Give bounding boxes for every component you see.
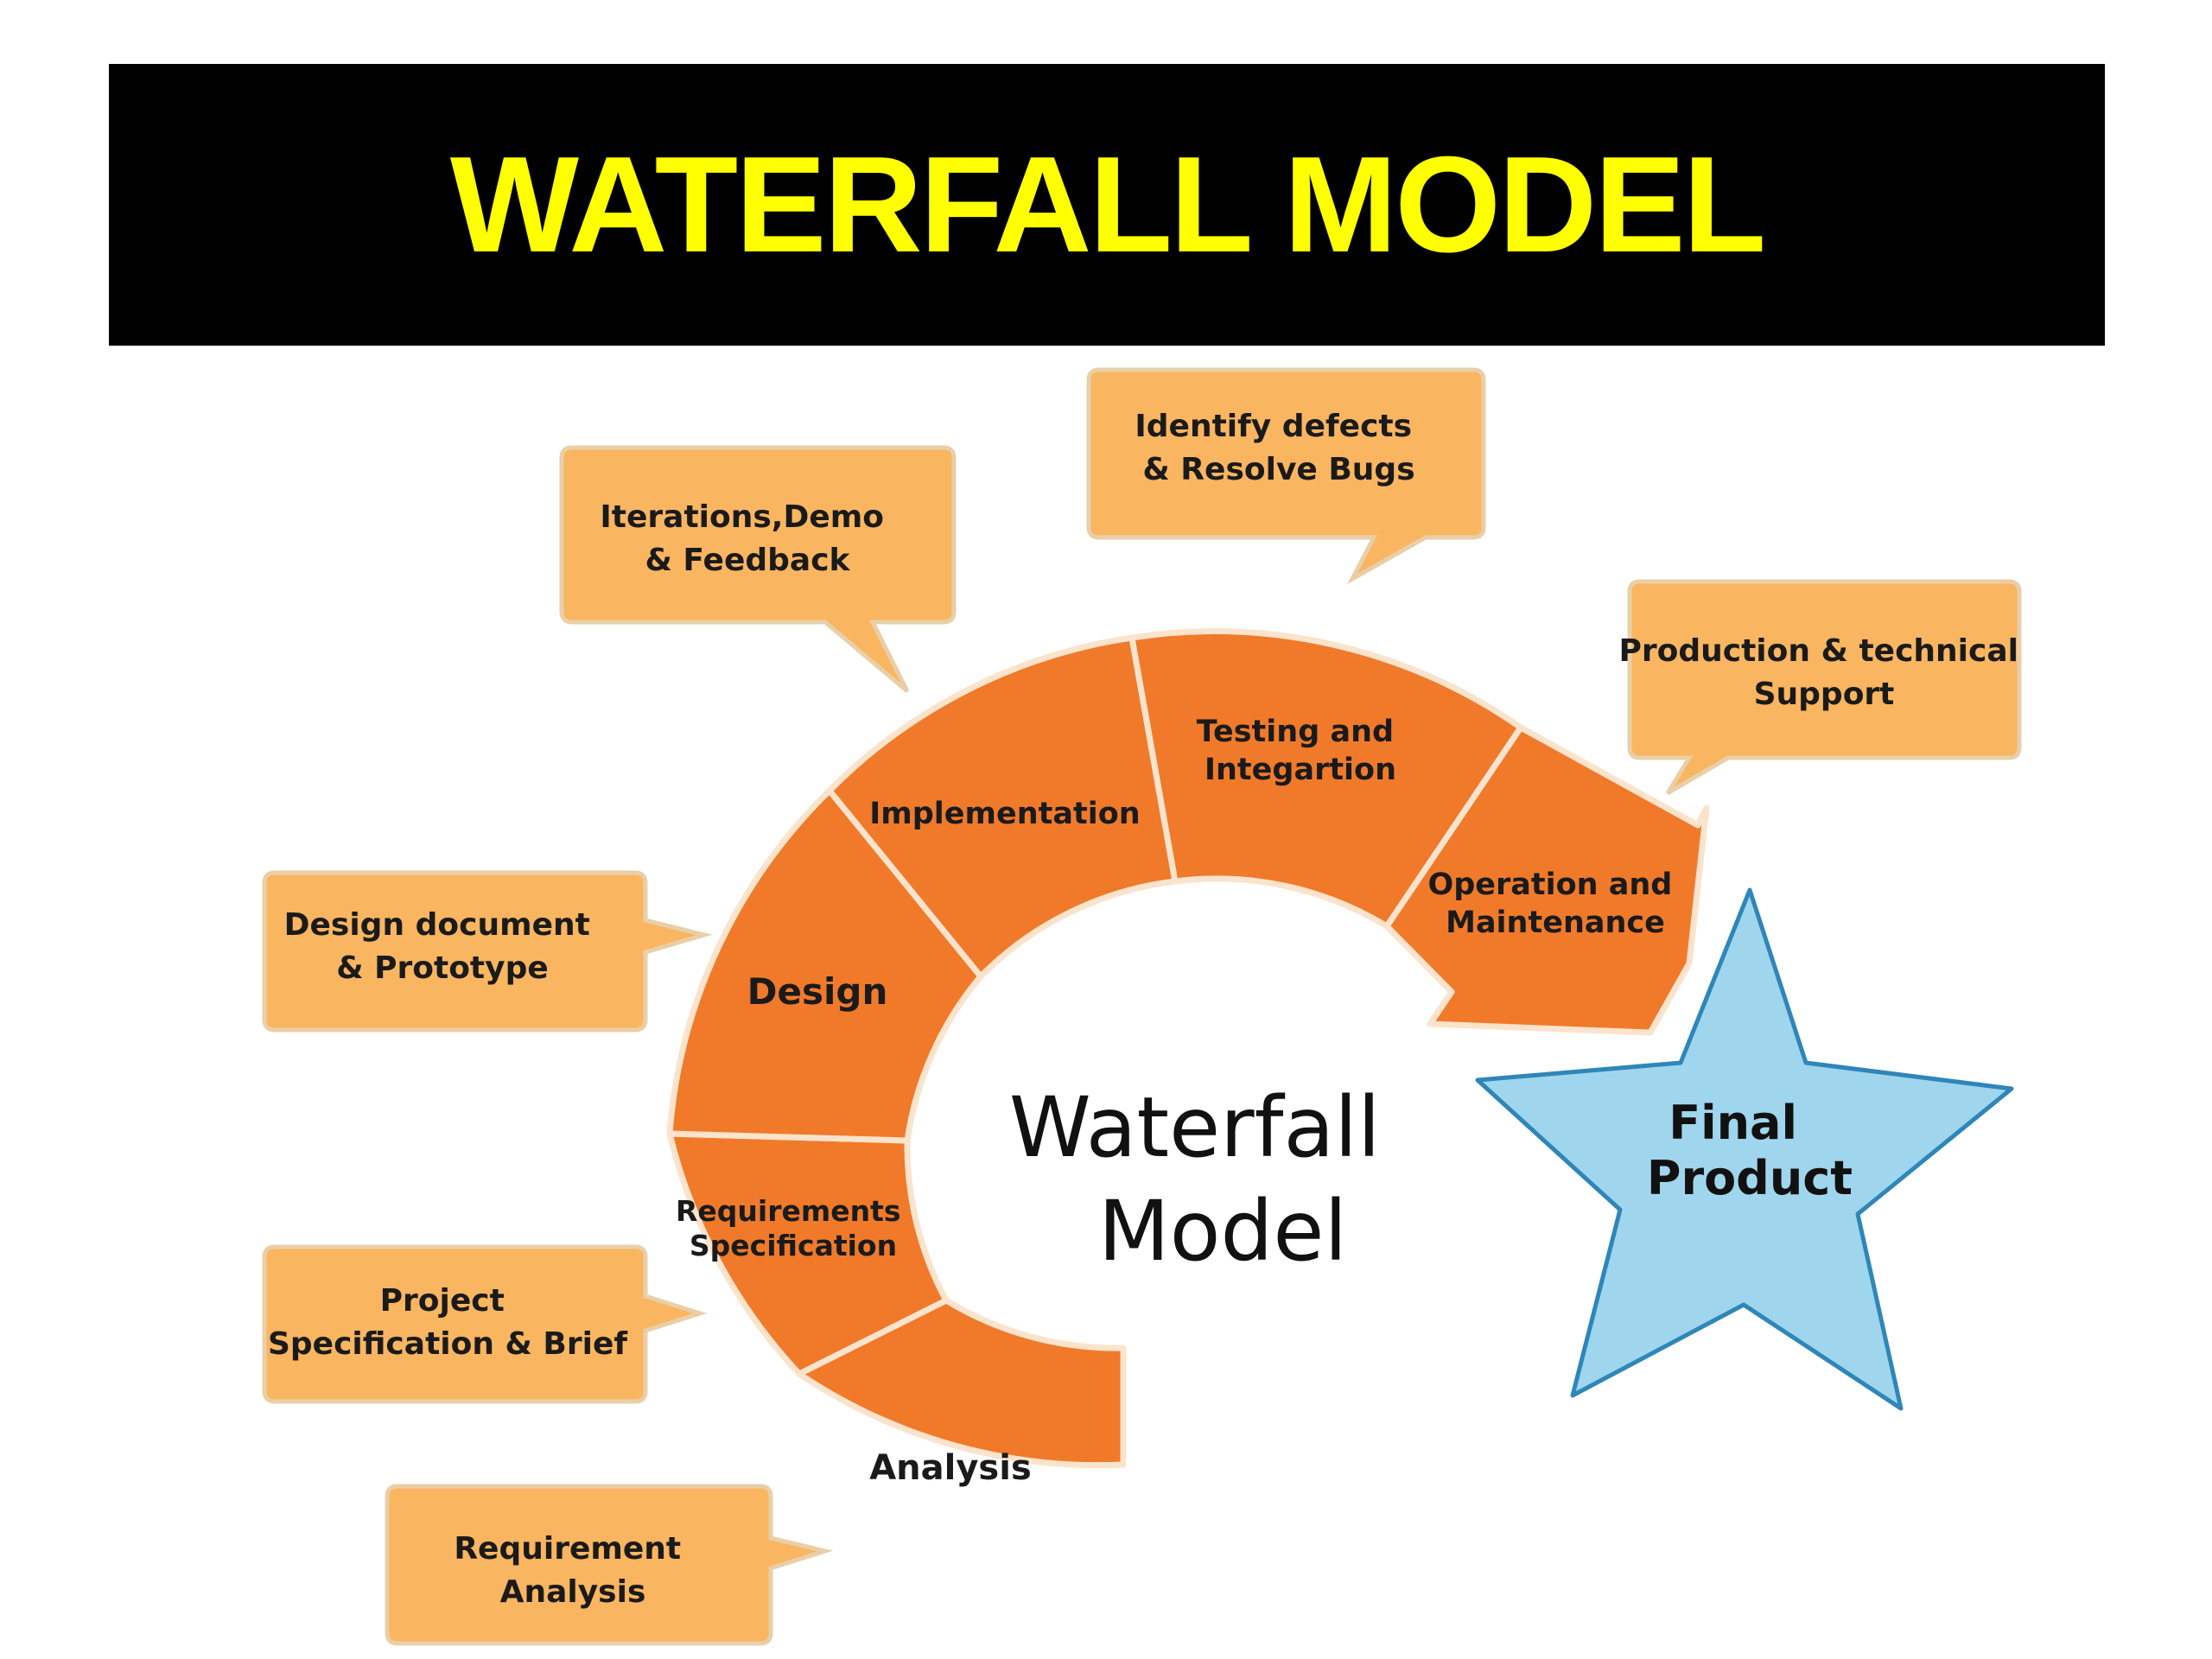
phase-design-segment: [666, 787, 984, 1144]
callouts: Requirement Analysis Project Specificati…: [262, 367, 2029, 1646]
phase-analysis-label: Analysis: [869, 1448, 1032, 1488]
phase-requirements-label: Requirements Specification: [676, 1194, 911, 1262]
callout-requirement-analysis-text: Requirement Analysis: [454, 1531, 691, 1610]
callout-design-document-text: Design document & Prototype: [284, 907, 601, 986]
callout-identify-defects-text: Identify defects & Resolve Bugs: [1135, 409, 1422, 487]
phase-labels: Analysis Requirements Specification Desi…: [676, 715, 1682, 1488]
phase-operation-arrow: [1383, 724, 1710, 1036]
title-bar: WATERFALL MODEL: [109, 64, 2105, 346]
callout-production-support: Production & technical Support: [1618, 579, 2029, 796]
callout-iterations-text: Iterations,Demo & Feedback: [600, 499, 894, 578]
phase-design-label: Design: [747, 970, 888, 1013]
phase-analysis-segment: [796, 1297, 1127, 1469]
callout-project-spec: Project Specification & Brief: [262, 1244, 708, 1404]
callout-design-document: Design document & Prototype: [262, 870, 713, 1033]
phase-ring: [666, 628, 1710, 1469]
phase-testing-label: Testing and Integartion: [1197, 715, 1404, 787]
final-product-star: Final Product: [1475, 887, 2014, 1411]
phase-testing-segment: [1128, 628, 1524, 930]
center-title: Waterfall Model: [1009, 1079, 1407, 1280]
phase-operation-label: Operation and Maintenance: [1427, 868, 1682, 940]
callout-iterations: Iterations,Demo & Feedback: [559, 445, 957, 693]
callout-project-spec-text: Project Specification & Brief: [268, 1283, 627, 1362]
callout-requirement-analysis: Requirement Analysis: [385, 1484, 834, 1646]
callout-production-support-text: Production & technical Support: [1618, 633, 2029, 712]
final-product-label: Final Product: [1647, 1096, 1853, 1205]
phase-implementation-label: Implementation: [869, 797, 1140, 831]
callout-identify-defects: Identify defects & Resolve Bugs: [1086, 367, 1486, 585]
page-title: WATERFALL MODEL: [449, 128, 1766, 281]
